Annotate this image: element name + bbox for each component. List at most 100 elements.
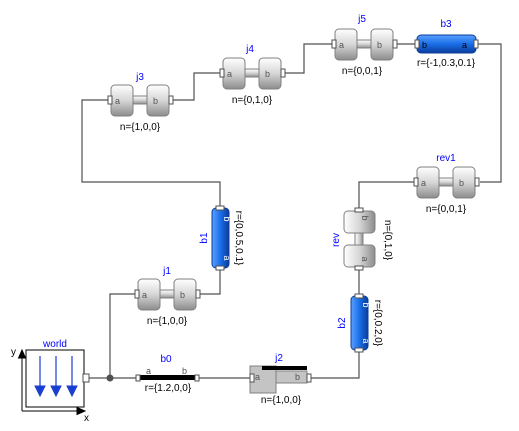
b0-body-bar (136, 375, 199, 380)
j5-param: n={0,0,1} (342, 66, 383, 77)
world-name: world (42, 339, 67, 350)
rev-component[interactable]: b a rev n={0,1,0} (331, 207, 393, 271)
b2-param: r={0,0.2,0} (372, 300, 383, 347)
b0-param: r={1.2,0,0} (145, 383, 192, 394)
world-frame-port[interactable] (82, 373, 90, 383)
j4-param: n={0,1,0} (232, 95, 273, 106)
b3-component[interactable]: b3 b a r={-1,0.3,0.1} (414, 19, 479, 69)
b0-port-b-label: b (182, 366, 187, 376)
rev1-port-b[interactable] (474, 177, 480, 187)
j2-param: n={1,0,0} (261, 395, 302, 406)
rev1-port-b-label: b (459, 178, 464, 188)
j1-port-b[interactable] (195, 289, 201, 299)
rev-port-a[interactable] (354, 265, 364, 271)
j4-port-a-label: a (227, 69, 232, 79)
rev1-param: n={0,0,1} (426, 204, 467, 215)
b3-name: b3 (440, 19, 452, 30)
b1-name: b1 (199, 232, 210, 244)
wire-b1-j1[interactable] (200, 268, 221, 295)
b0-port-b[interactable] (194, 374, 200, 382)
j5-name: j5 (357, 14, 366, 25)
j3-port-b-label: b (153, 96, 158, 106)
b2-port-b[interactable] (354, 293, 364, 299)
b3-param: r={-1,0.3,0.1} (417, 58, 476, 69)
b1-port-b-label: b (222, 216, 232, 221)
b1-port-b[interactable] (215, 205, 225, 211)
rev-name: rev (331, 233, 342, 247)
b2-port-b-label: b (361, 302, 371, 307)
wire-j5-j4[interactable] (285, 43, 332, 74)
j4-port-b[interactable] (280, 68, 286, 78)
b2-port-a-label: a (361, 338, 371, 343)
j1-name: j1 (162, 266, 171, 277)
b0-port-a-label: a (146, 366, 151, 376)
j3-port-b[interactable] (168, 95, 174, 105)
j5-port-a-label: a (339, 40, 344, 50)
j4-port-b-label: b (265, 69, 270, 79)
j3-port-a[interactable] (107, 95, 113, 105)
rev-param: n={0,1,0} (382, 220, 393, 261)
b1-param: r={0,0.5,0.1} (233, 211, 244, 266)
b2-port-a[interactable] (354, 347, 364, 353)
b3-port-b[interactable] (414, 39, 420, 49)
j2-slider (275, 370, 308, 384)
b3-port-a-label: a (462, 40, 467, 50)
axes-icon (17, 348, 87, 416)
j4-name: j4 (245, 44, 254, 55)
wire-j2-b2[interactable] (311, 350, 360, 379)
j4-port-a[interactable] (219, 68, 225, 78)
j3-name: j3 (135, 72, 144, 83)
j3-component[interactable]: j3 a b n={1,0,0} (107, 72, 174, 133)
j2-port-b-label: b (295, 372, 300, 382)
rev1-port-a-label: a (421, 178, 426, 188)
world-component[interactable]: world y x (11, 339, 90, 424)
j1-port-a-label: a (142, 290, 147, 300)
b3-port-b-label: b (422, 40, 427, 50)
j2-port-b[interactable] (306, 373, 312, 383)
j3-port-a-label: a (115, 96, 120, 106)
wire-j4-j3[interactable] (172, 72, 220, 101)
b0-port-a[interactable] (135, 374, 141, 382)
b2-name: b2 (337, 317, 348, 329)
axis-y-label: y (11, 347, 16, 358)
rev-disc-b (343, 210, 376, 234)
b3-port-a[interactable] (473, 39, 479, 49)
j1-param: n={1,0,0} (147, 316, 188, 327)
connection-node (106, 374, 114, 382)
axis-x-label: x (84, 413, 89, 424)
j2-port-a[interactable] (249, 373, 255, 383)
j3-param: n={1,0,0} (120, 122, 161, 133)
gravity-arrows-icon (34, 356, 78, 398)
j2-rail (262, 366, 307, 370)
b1-port-a[interactable] (215, 265, 225, 271)
wire-world-j1[interactable] (109, 293, 135, 378)
b0-name: b0 (160, 354, 172, 365)
j5-port-a[interactable] (331, 39, 337, 49)
j2-port-a-label: a (255, 372, 260, 382)
b2-component[interactable]: b a b2 r={0,0.2,0} (337, 293, 383, 353)
rev-port-b-label: b (360, 215, 370, 220)
wire-j3-b1[interactable] (81, 99, 221, 208)
j1-component[interactable]: j1 a b n={1,0,0} (134, 266, 201, 327)
j5-port-b-label: b (377, 40, 382, 50)
j1-port-a[interactable] (134, 289, 140, 299)
world-frame (25, 349, 85, 408)
rev1-name: rev1 (436, 153, 456, 164)
j2-name: j2 (274, 353, 283, 364)
j5-port-b[interactable] (392, 39, 398, 49)
b1-component[interactable]: b a b1 r={0,0.5,0.1} (199, 205, 244, 271)
b0-component[interactable]: b0 a b r={1.2,0,0} (135, 354, 200, 394)
rev-port-a-label: a (360, 256, 370, 261)
j1-port-b-label: b (180, 290, 185, 300)
connection-wires (81, 43, 502, 382)
b1-port-a-label: a (222, 255, 232, 260)
rev1-component[interactable]: rev1 a b n={0,0,1} (413, 153, 480, 215)
j2-component[interactable]: j2 a b n={1,0,0} (249, 353, 312, 406)
rev1-port-a[interactable] (413, 177, 419, 187)
j4-component[interactable]: j4 a b n={0,1,0} (219, 44, 286, 106)
wire-rev1-b3[interactable] (478, 43, 502, 183)
wire-rev-rev1[interactable] (358, 181, 414, 209)
j5-component[interactable]: j5 a b n={0,0,1} (331, 14, 398, 77)
rev-port-b[interactable] (354, 207, 364, 213)
